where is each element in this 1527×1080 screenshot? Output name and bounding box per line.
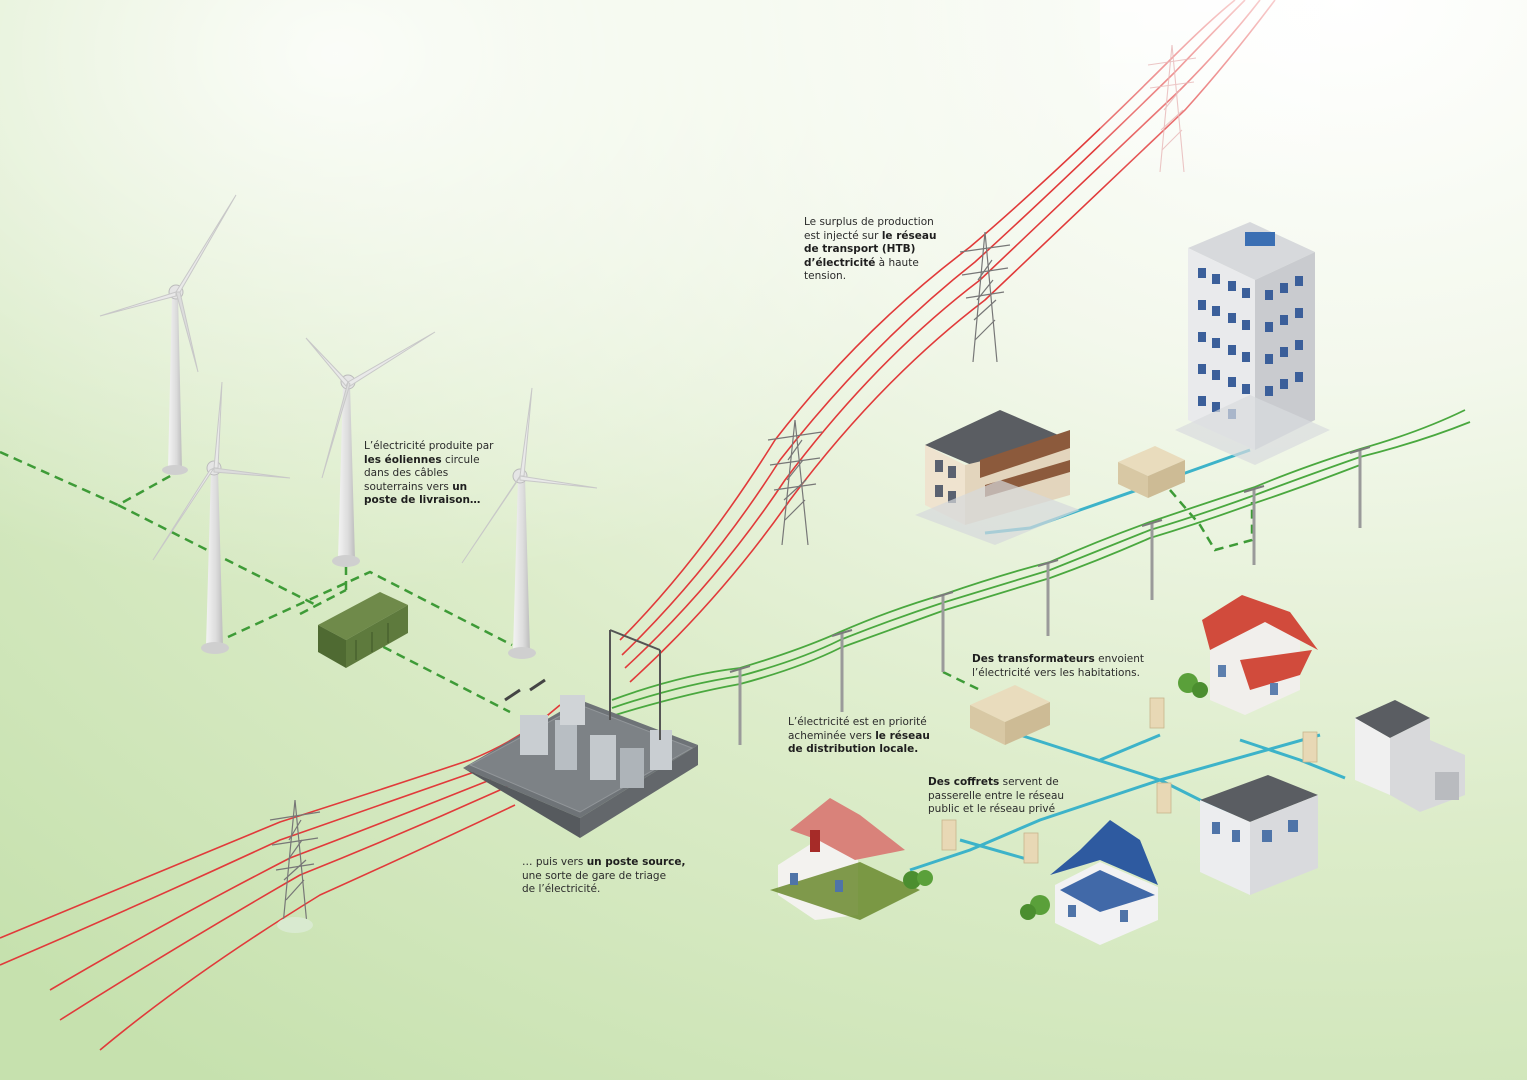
caption-distribution-l2-pre: acheminée vers: [788, 729, 876, 742]
caption-source-l1-pre: … puis vers: [522, 856, 587, 868]
caption-boxes-l1-rest: servent de: [999, 776, 1059, 788]
caption-source-l2: une sorte de gare de triage: [522, 869, 667, 882]
caption-transport-l4-rest: à haute: [875, 256, 919, 269]
house-red-roof-upper: [1178, 595, 1318, 715]
distribution-poles: [738, 449, 1362, 745]
caption-transport-l4-bold: d’électricité: [804, 256, 876, 269]
caption-transformers-l1-bold: Des transformateurs: [972, 653, 1095, 665]
caption-boxes-l1-bold: Des coffrets: [928, 776, 1000, 788]
caption-transformers: Des transformateurs envoient l’électrici…: [972, 653, 1172, 680]
caption-wind-l3: dans des câbles: [364, 467, 449, 479]
caption-wind-l5-bold: poste de livraison…: [364, 494, 481, 506]
caption-wind-l1: L’électricité produite par: [364, 440, 494, 452]
wind-turbine-3: [305, 331, 436, 567]
caption-boxes-l2: passerelle entre le réseau: [928, 789, 1065, 802]
pylon-middle: [767, 419, 823, 546]
caption-wind-l2-rest: circule: [441, 453, 480, 466]
house-pink-roof: [770, 798, 933, 920]
transformer-lower: [970, 685, 1050, 745]
house-blue-roof: [1020, 820, 1158, 945]
wind-turbine-4: [461, 387, 598, 659]
source-substation: [463, 629, 698, 838]
faded-line-ends: [1100, 0, 1320, 190]
pylon-upper: [959, 231, 1011, 363]
caption-wind-l4-pre: souterrains vers: [364, 480, 453, 493]
caption-transport-l5: tension.: [804, 270, 847, 282]
wind-turbine-2: [152, 381, 291, 654]
transformer-upper: [1118, 446, 1185, 498]
caption-wind-l4-bold: un: [452, 480, 468, 493]
caption-transport-l2-pre: est injecté sur: [804, 229, 882, 242]
connection-boxes: [941, 697, 1318, 864]
caption-source-substation: … puis vers un poste source, une sorte d…: [522, 856, 692, 897]
tall-apartment-building: [1175, 222, 1330, 465]
pole-crossarms: [729, 446, 1371, 673]
house-grey-right: [1355, 700, 1465, 812]
delivery-substation: [318, 592, 408, 668]
caption-transport-l2-bold: le réseau: [881, 229, 937, 242]
caption-connection-boxes: Des coffrets servent de passerelle entre…: [928, 776, 1078, 817]
low-apartment-building: [915, 410, 1080, 545]
caption-source-l1-bold: un poste source,: [586, 856, 686, 868]
house-grey-flat-roof: [1200, 775, 1318, 895]
caption-wind-l2-bold: les éoliennes: [364, 453, 442, 466]
caption-distribution-network: L’électricité est en priorité acheminée …: [788, 716, 948, 757]
caption-transport-l1: Le surplus de production: [804, 216, 934, 228]
caption-distribution-l2-bold: le réseau: [875, 729, 930, 742]
caption-transformers-l2: l’électricité vers les habitations.: [972, 666, 1140, 679]
wind-turbine-1: [99, 194, 237, 475]
caption-source-l3: de l’électricité.: [522, 883, 601, 895]
pylon-faded: [1147, 44, 1197, 173]
caption-transport-l3-bold: de transport (HTB): [804, 243, 916, 255]
pylon-lower: [269, 799, 321, 933]
caption-transport-network: Le surplus de production est injecté sur…: [804, 216, 954, 284]
caption-distribution-l3-bold: de distribution locale.: [788, 743, 919, 755]
caption-boxes-l3: public et le réseau privé: [928, 803, 1056, 815]
caption-wind-turbines: L’électricité produite par les éoliennes…: [364, 440, 514, 508]
caption-distribution-l1: L’électricité est en priorité: [788, 716, 927, 728]
caption-transformers-l1-rest: envoient: [1094, 653, 1145, 665]
